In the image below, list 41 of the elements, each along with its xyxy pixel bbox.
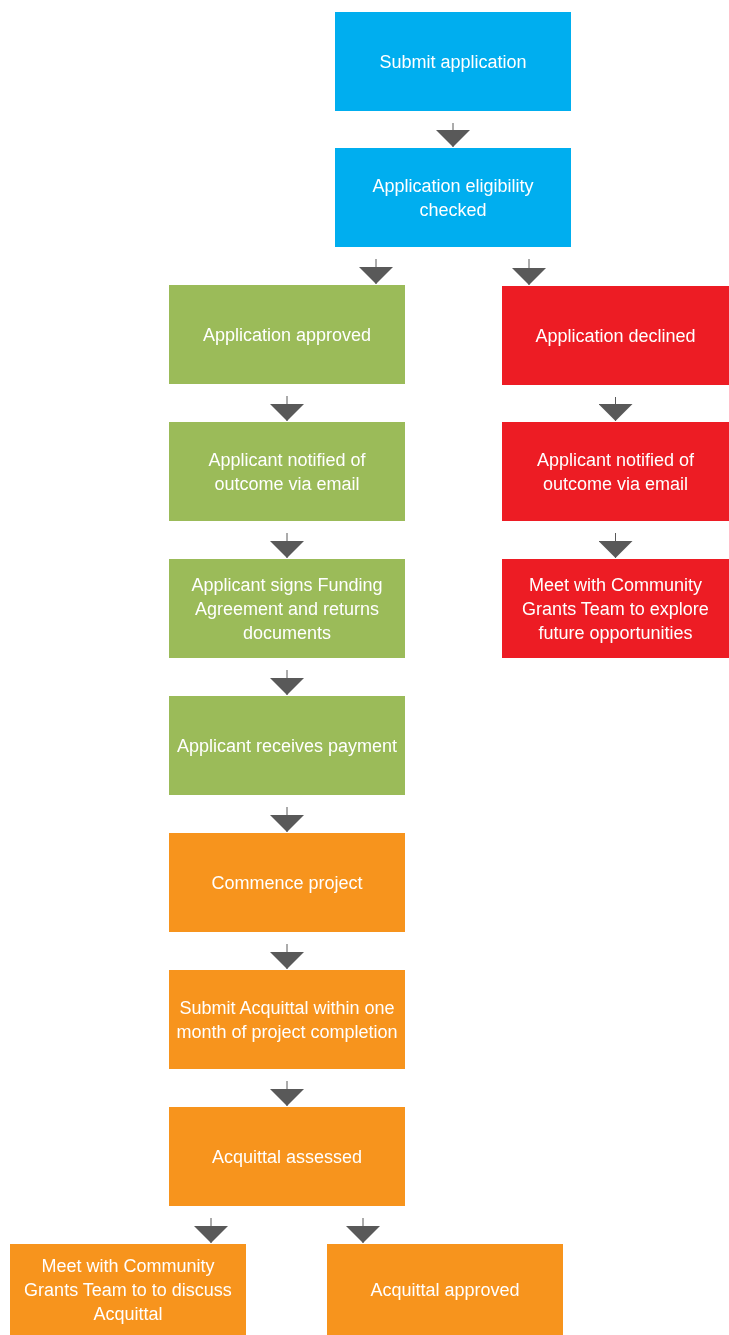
process-box <box>169 559 405 658</box>
step-text: Commence project <box>211 871 363 895</box>
arrow <box>194 1217 228 1244</box>
arrow <box>270 395 304 422</box>
process-box <box>169 970 405 1069</box>
step-text: Application declined <box>535 324 696 348</box>
process-box <box>169 285 405 384</box>
process-box <box>169 833 405 932</box>
step-text: Meet with Community Grants Team to explore future opportunities <box>521 573 710 645</box>
arrow <box>270 806 304 833</box>
process-box <box>169 696 405 795</box>
step-text: Acquittal assessed <box>211 1145 363 1169</box>
arrow <box>270 532 304 559</box>
process-box <box>169 422 405 521</box>
arrow <box>598 396 633 422</box>
arrow <box>436 122 470 148</box>
process-box <box>502 559 729 658</box>
step-text: Application approved <box>202 323 372 347</box>
process-box <box>335 148 571 247</box>
process-box <box>10 1244 246 1335</box>
process-box <box>169 1107 405 1206</box>
step-text: Submit application <box>379 50 527 74</box>
arrow <box>359 258 393 285</box>
step-text: Applicant signs Funding Agreement and returns documents <box>190 573 384 645</box>
process-box <box>335 12 571 111</box>
step-text: Applicant notified of outcome via email <box>207 448 367 496</box>
process-box <box>327 1244 563 1335</box>
arrow <box>346 1217 380 1244</box>
step-text: Meet with Community Grants Team to to discuss Acquittal <box>23 1254 233 1326</box>
process-box <box>502 286 729 385</box>
arrow <box>270 669 304 696</box>
step-text: Acquittal approved <box>370 1278 520 1302</box>
step-text: Applicant notified of outcome via email <box>535 448 696 496</box>
step-text: Submit Acquittal within one month of project completion <box>175 996 399 1044</box>
arrow <box>598 532 633 559</box>
arrow <box>512 258 546 286</box>
arrow <box>270 1080 304 1107</box>
process-box <box>502 422 729 521</box>
step-text: Applicant receives payment <box>176 734 398 758</box>
step-text: Application eligibility checked <box>371 174 535 222</box>
arrow <box>270 943 304 970</box>
